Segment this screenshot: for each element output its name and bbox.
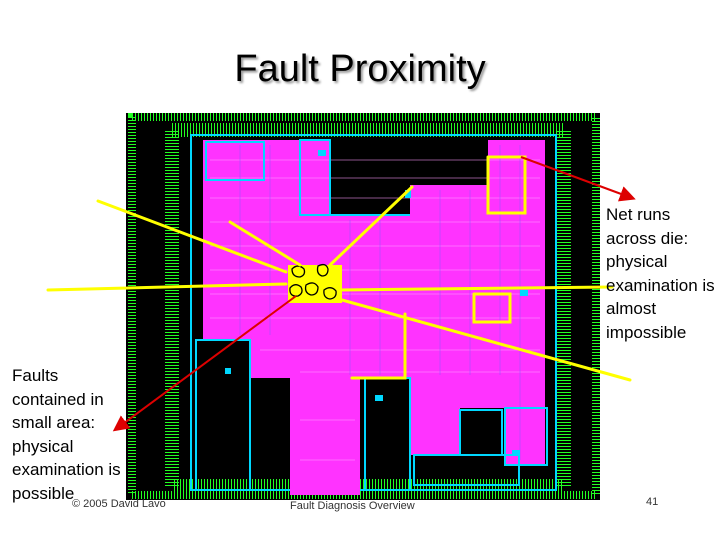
fault-annotation: Faults contained in small area: physical…	[12, 364, 127, 505]
footer-copyright: © 2005 David Lavo	[72, 498, 166, 510]
net-annotation: Net runs across die: physical examinatio…	[606, 203, 718, 344]
page-number: 41	[646, 496, 658, 508]
footer-title: Fault Diagnosis Overview	[290, 500, 415, 512]
